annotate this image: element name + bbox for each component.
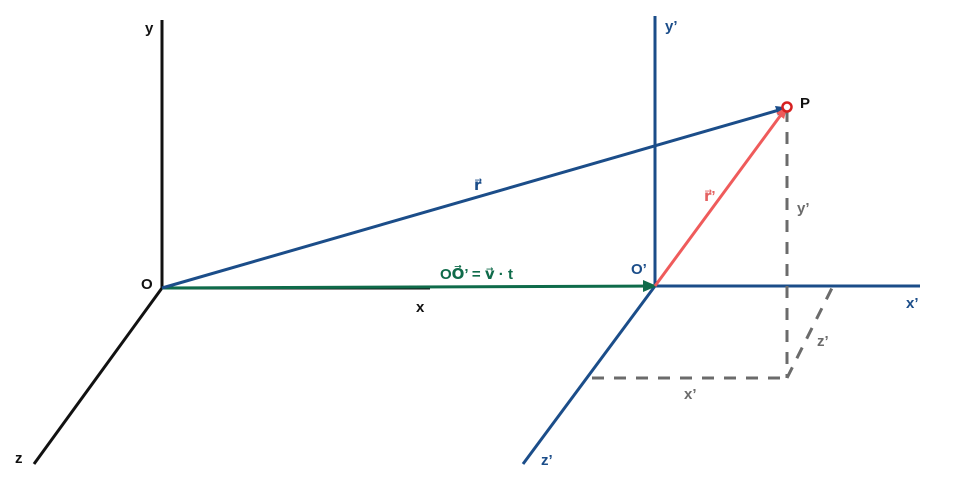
y-prime-component-label: y’ bbox=[797, 200, 810, 217]
translation-vector bbox=[161, 280, 657, 293]
point-label: P bbox=[800, 95, 810, 112]
z-prime-guide-line bbox=[785, 285, 835, 379]
r-prime-vector bbox=[653, 106, 788, 287]
r-vector-label: r⃗ bbox=[474, 177, 482, 194]
r-prime-vector-label: r⃗’ bbox=[704, 188, 716, 205]
z-axis-label: z bbox=[15, 450, 23, 467]
y-axis-label: y bbox=[145, 20, 154, 37]
point-marker bbox=[781, 101, 793, 113]
z-axis-line bbox=[32, 287, 164, 465]
translation-label: OO⃗’ = v⃗ · t bbox=[440, 264, 513, 283]
r-vector bbox=[161, 105, 788, 290]
z-prime-axis-line bbox=[521, 285, 657, 465]
z-prime-axis-label: z’ bbox=[541, 452, 553, 469]
x-prime-axis-label: x’ bbox=[906, 295, 919, 312]
origin-prime-label: O’ bbox=[631, 261, 647, 278]
y-prime-axis-label: y’ bbox=[665, 18, 678, 35]
x-axis-label: x bbox=[416, 299, 425, 316]
origin-label: O bbox=[141, 276, 153, 293]
x-prime-component-label: x’ bbox=[684, 386, 697, 403]
z-prime-component-label: z’ bbox=[817, 333, 829, 350]
